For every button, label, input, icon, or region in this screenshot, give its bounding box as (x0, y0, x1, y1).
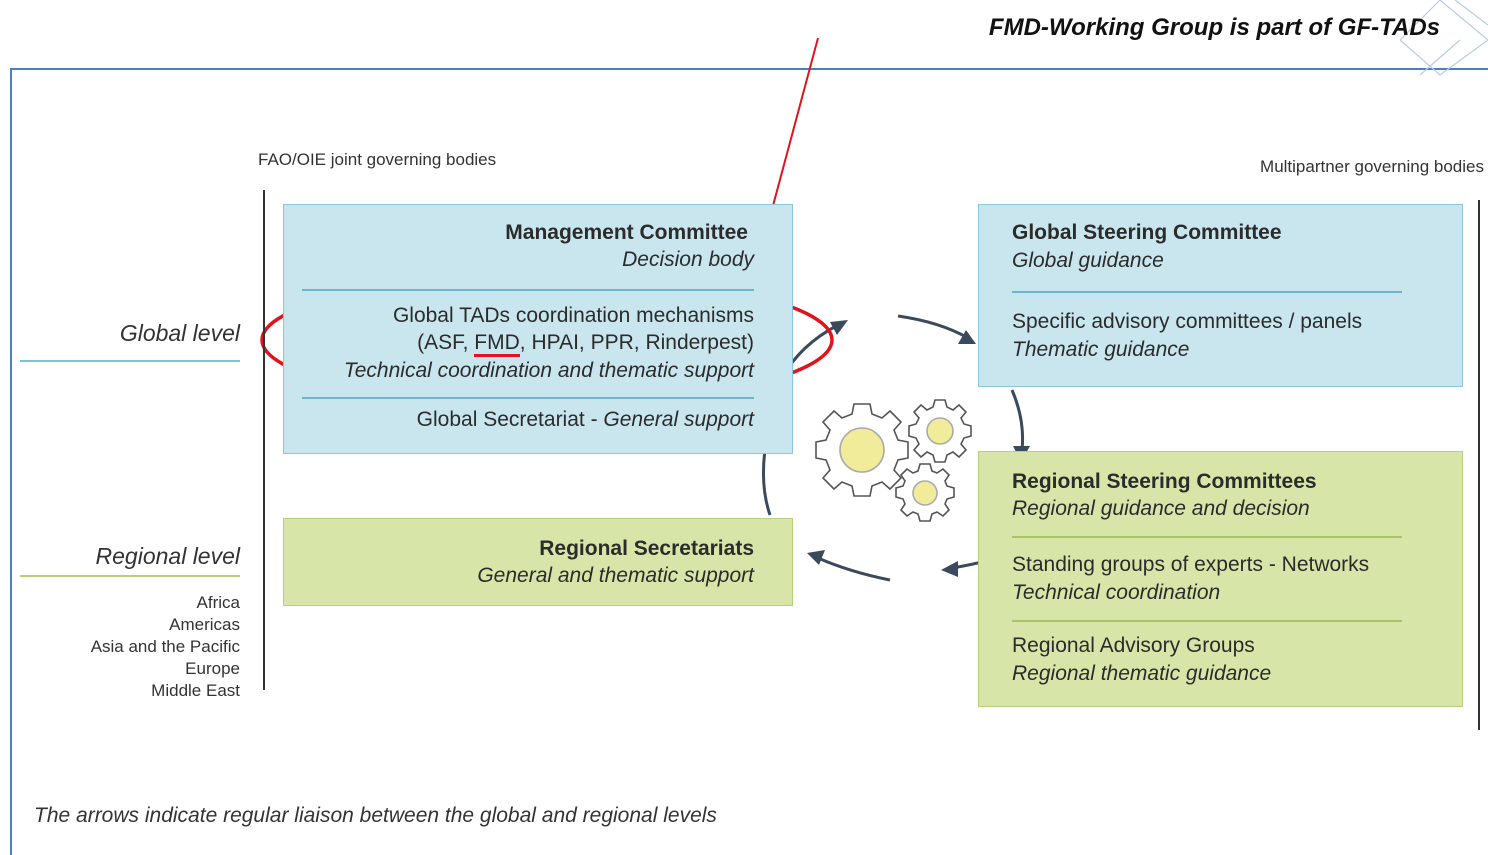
right-column-title: Multipartner governing bodies (1260, 157, 1484, 176)
left-column-title: FAO/OIE joint governing bodies (258, 150, 497, 169)
fmd-highlight: FMD (474, 331, 520, 357)
separator (1012, 620, 1402, 622)
global-secretariat-desc: General support (603, 408, 754, 431)
regions-list: Africa Americas Asia and the Pacific Eur… (20, 592, 240, 702)
region-item: Europe (185, 659, 240, 678)
region-item: Africa (196, 593, 240, 612)
region-item: Middle East (151, 681, 240, 700)
corner-lattice-icon (1399, 0, 1488, 76)
gears-icon (815, 399, 972, 522)
diseases-suffix: , HPAI, PPR, Rinderpest) (519, 331, 754, 354)
global-secretariat: Global Secretariat - General support (417, 406, 754, 433)
standing-groups-title: Standing groups of experts - Networks (1012, 553, 1370, 576)
mechanisms-title: Global TADs coordination mechanisms (392, 304, 754, 327)
left-divider (263, 190, 265, 690)
region-item: Asia and the Pacific (90, 637, 240, 656)
right-divider (1478, 200, 1480, 730)
regional-secretariats-subtitle: General and thematic support (477, 564, 754, 587)
global-level-rule (20, 360, 240, 362)
management-committee-title: Management Committee (505, 221, 748, 244)
standing-groups-subtitle: Technical coordination (1012, 581, 1221, 604)
advisory-committees-subtitle: Thematic guidance (1012, 338, 1190, 361)
separator (1012, 536, 1402, 538)
separator (302, 397, 754, 399)
diseases-prefix: (ASF, (417, 331, 475, 354)
headline: FMD-Working Group is part of GF-TADs (988, 14, 1440, 41)
global-steering-subtitle: Global guidance (1012, 249, 1164, 272)
region-item: Americas (169, 615, 240, 634)
slide-frame (10, 68, 1488, 855)
footnote: The arrows indicate regular liaison betw… (34, 804, 717, 827)
regional-secretariats-box: Regional Secretariats General and themat… (283, 518, 793, 606)
regional-level-label: Regional level (95, 543, 240, 569)
management-committee-box: Management Committee Decision body Globa… (283, 204, 793, 454)
global-steering-title: Global Steering Committee (1012, 221, 1282, 244)
regional-secretariats-title: Regional Secretariats (539, 537, 754, 560)
regional-steering-title: Regional Steering Committees (1012, 470, 1317, 493)
global-secretariat-label: Global Secretariat - (416, 408, 604, 431)
advisory-committees-title: Specific advisory committees / panels (1012, 310, 1363, 333)
mechanisms-diseases: (ASF, FMD, HPAI, PPR, Rinderpest) (417, 329, 754, 357)
global-steering-committee-box: Global Steering Committee Global guidanc… (978, 204, 1463, 387)
separator (302, 289, 754, 291)
regional-level-rule (20, 575, 240, 577)
regional-steering-subtitle: Regional guidance and decision (1012, 497, 1310, 520)
regional-steering-committees-box: Regional Steering Committees Regional gu… (978, 451, 1463, 707)
management-committee-subtitle: Decision body (622, 248, 754, 271)
mechanisms-description: Technical coordination and thematic supp… (343, 359, 754, 382)
advisory-groups-title: Regional Advisory Groups (1012, 634, 1255, 657)
advisory-groups-subtitle: Regional thematic guidance (1012, 662, 1272, 685)
separator (1012, 291, 1402, 293)
global-level-label: Global level (119, 320, 240, 346)
